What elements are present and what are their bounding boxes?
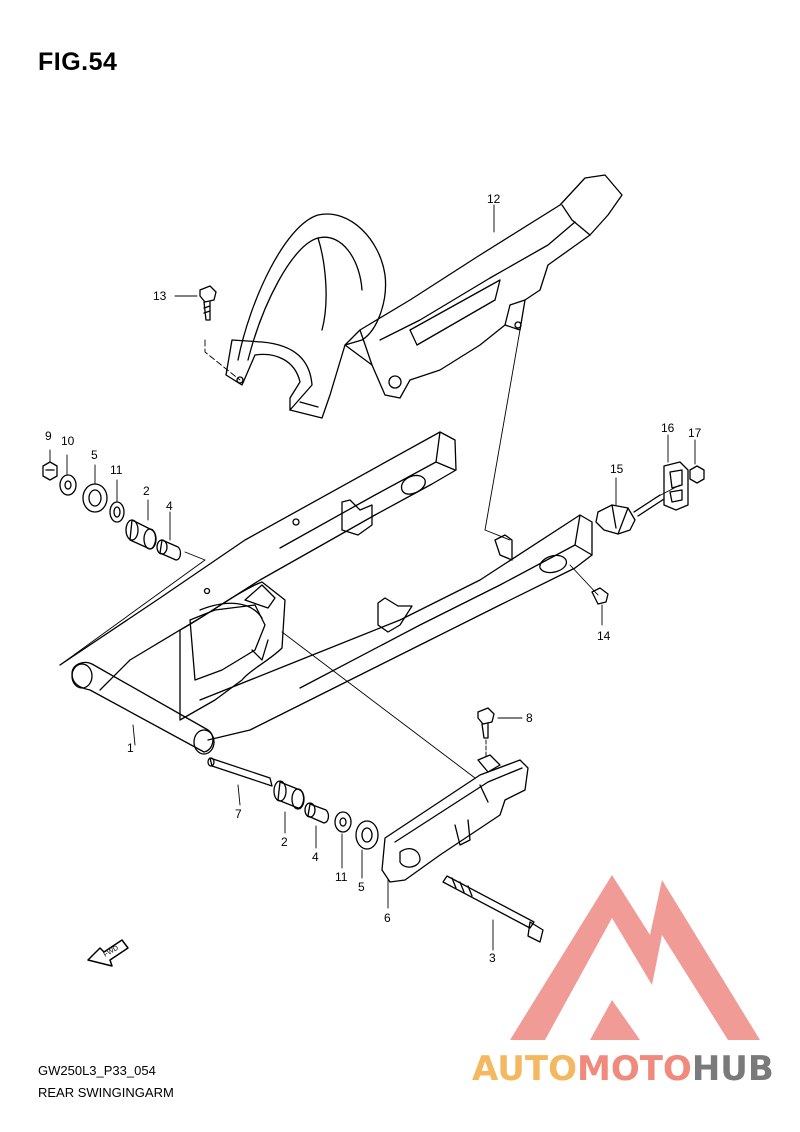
label-part-5b: 5 — [358, 880, 365, 894]
figure-title: FIG.54 — [38, 48, 118, 76]
washer-part-10[interactable] — [59, 474, 77, 496]
spacer-part-4a[interactable] — [156, 539, 182, 561]
label-part-15: 15 — [610, 462, 624, 476]
bearing-part-2b[interactable] — [273, 780, 305, 810]
pivot-bolt-part-3[interactable] — [442, 875, 544, 943]
nut-part-17[interactable] — [689, 465, 705, 484]
spacer-part-4b[interactable] — [304, 802, 330, 824]
label-part-12: 12 — [487, 192, 501, 206]
label-part-16: 16 — [661, 421, 675, 435]
label-part-10: 10 — [61, 434, 75, 448]
label-part-11b: 11 — [335, 870, 348, 884]
label-part-8: 8 — [526, 711, 533, 725]
label-part-4a: 4 — [166, 499, 173, 513]
watermark-auto: AUTO — [472, 1049, 577, 1089]
adjuster-plate-part-16[interactable] — [663, 461, 689, 511]
label-part-7: 7 — [235, 807, 242, 821]
label-part-4b: 4 — [312, 850, 319, 864]
label-part-2b: 2 — [281, 835, 288, 849]
pivot-tube[interactable] — [71, 661, 215, 755]
seal-part-5b[interactable] — [355, 820, 379, 850]
label-part-9: 9 — [45, 429, 52, 443]
bearing-part-2a[interactable] — [125, 519, 157, 550]
label-part-13: 13 — [153, 289, 167, 303]
label-part-2a: 2 — [143, 484, 150, 498]
label-part-3: 3 — [489, 951, 496, 965]
label-part-17: 17 — [688, 426, 702, 440]
watermark-moto: MOTO — [577, 1049, 692, 1089]
watermark-hub: HUB — [692, 1049, 774, 1089]
label-part-6: 6 — [384, 911, 391, 925]
swingarm-part-1[interactable] — [59, 431, 593, 741]
label-part-11a: 11 — [110, 463, 123, 477]
part-number-labels: 1 2 2 3 4 4 5 5 6 7 8 9 10 11 11 12 13 1… — [45, 192, 702, 965]
shaft-part-7[interactable] — [207, 757, 273, 787]
label-part-1: 1 — [127, 741, 134, 755]
label-part-5a: 5 — [91, 448, 98, 462]
bolt-part-8[interactable] — [477, 707, 495, 739]
leader-lines — [49, 204, 696, 951]
label-part-14: 14 — [597, 629, 611, 643]
watermark-text-auto: AUTOMOTOHUB — [472, 1049, 774, 1089]
chain-guard-part-12[interactable] — [225, 174, 623, 419]
watermark-triangle-logo-icon — [510, 875, 760, 1040]
chain-slider-part-6[interactable] — [381, 754, 529, 883]
forward-direction-arrow-icon: FWD — [87, 939, 129, 967]
figure-name-caption: REAR SWINGINGARM — [38, 1085, 174, 1100]
figure-code-caption: GW250L3_P33_054 — [38, 1063, 156, 1078]
bolt-part-13[interactable] — [199, 285, 217, 321]
bolt-part-14[interactable] — [591, 587, 609, 605]
washer-part-11b[interactable] — [334, 811, 352, 833]
